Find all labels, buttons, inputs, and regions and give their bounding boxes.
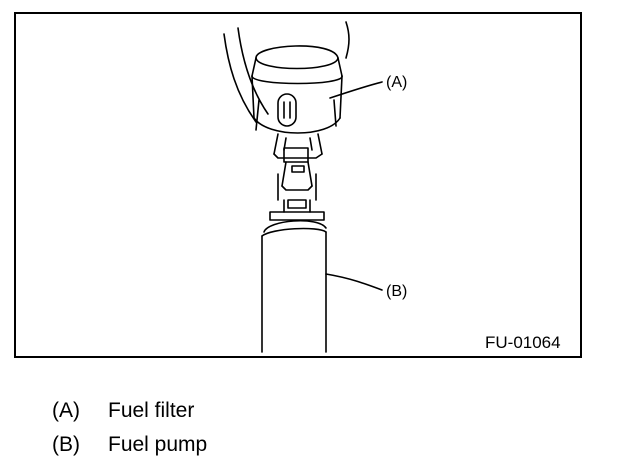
legend-label: Fuel pump (108, 433, 208, 456)
callout-a-label: (A) (386, 74, 407, 91)
callout-a-leader (329, 81, 383, 99)
fuel-hose-inner-line (237, 27, 269, 115)
legend-row-fuel-filter: (A) Fuel filter (52, 394, 207, 428)
figure-frame: (A) (B) FU-01064 (14, 12, 582, 358)
figure-code: FU-01064 (485, 333, 561, 352)
fuel-hose-edge-line (345, 21, 350, 59)
fuel-filter-top-cap (251, 45, 343, 77)
legend-label: Fuel filter (108, 399, 195, 422)
fuel-hose-outer-line (223, 33, 257, 123)
callout-b-leader (325, 273, 383, 291)
fuel-pump-illustration: (A) (B) FU-01064 (223, 21, 561, 353)
legend: (A) Fuel filter (B) Fuel pump (52, 394, 207, 462)
legend-row-fuel-pump: (B) Fuel pump (52, 428, 207, 462)
filter-inspection-slot (277, 93, 297, 127)
fuel-pump-body (261, 219, 327, 353)
legend-key: (A) (52, 399, 80, 422)
fuel-filter-body (251, 75, 343, 134)
legend-key: (B) (52, 433, 80, 456)
callout-b-label: (B) (386, 283, 407, 300)
fuel-line-connector (269, 133, 325, 221)
